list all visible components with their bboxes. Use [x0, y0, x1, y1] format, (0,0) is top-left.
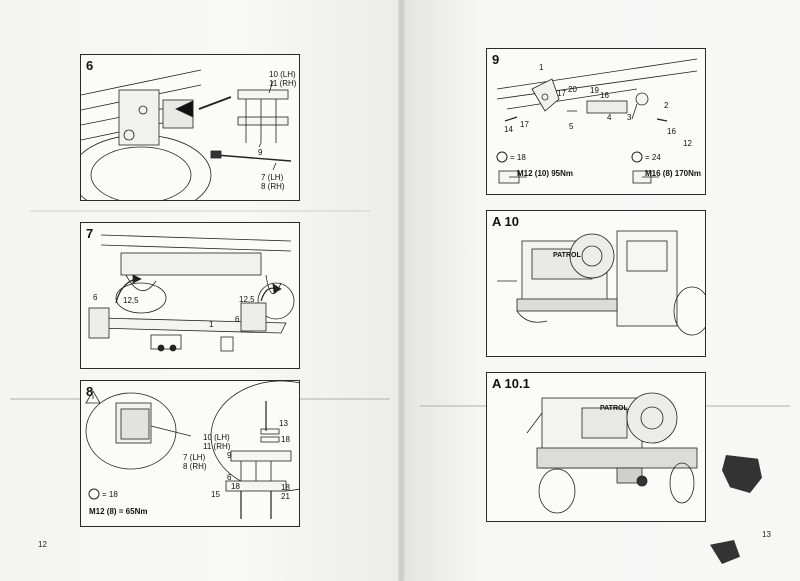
step-number: 6 — [86, 58, 94, 73]
label-part: 8 (RH) — [261, 182, 285, 191]
step-number: 9 — [492, 52, 500, 67]
panel-step-9: 9 1 17 20 19 16 2 14 17 5 4 3 16 12 = 18… — [486, 48, 706, 195]
label-part: 6 — [93, 293, 98, 302]
label-part: 10 (LH) — [269, 70, 296, 79]
book-fold — [398, 0, 406, 581]
label-part: 8 (RH) — [183, 462, 207, 471]
label-part: 5 — [569, 122, 574, 131]
label-part: 16 — [667, 127, 676, 136]
step-number: 8 — [86, 384, 94, 399]
label-part: 6 — [235, 315, 240, 324]
label-part: 13 — [279, 419, 288, 428]
label-part: 18 — [231, 482, 240, 491]
torque-spec: M12 (8) = 65Nm — [89, 507, 148, 516]
scan-streak — [30, 210, 370, 212]
step-number: A 10 — [492, 214, 519, 229]
diagram-step-6 — [81, 69, 292, 200]
step-number: 7 — [86, 226, 94, 241]
label-part: 1 — [539, 63, 544, 72]
panel-step-a10-1: A 10.1 PATROL — [486, 372, 706, 522]
label-part: 18 — [281, 483, 290, 492]
wrench-size: = 18 — [102, 490, 118, 499]
label-part: 9 — [258, 148, 263, 157]
diagram-step-8 — [85, 381, 299, 519]
vehicle-badge: PATROL — [553, 252, 581, 259]
diagram-step-a10 — [497, 230, 705, 336]
label-dimension: 12,5 — [123, 296, 139, 305]
label-part: 11 (RH) — [203, 442, 231, 451]
page-number-left: 12 — [38, 540, 47, 549]
label-part: 4 — [607, 113, 612, 122]
label-part: 14 — [504, 125, 513, 134]
label-part: 1 — [209, 320, 214, 329]
label-part: 9 — [227, 451, 232, 460]
label-part: 10 (LH) — [203, 433, 230, 442]
vehicle-badge: PATROL — [600, 405, 628, 412]
label-part: 2 — [664, 101, 669, 110]
diagram-step-7 — [88, 234, 295, 352]
label-part: 19 — [590, 86, 599, 95]
label-part: 20 — [568, 85, 577, 94]
diagram-step-a10-1 — [526, 392, 698, 514]
label-part: 15 — [211, 490, 220, 499]
label-part: 7 (LH) — [261, 173, 284, 182]
label-part: 21 — [281, 492, 290, 501]
label-part: 17 — [557, 89, 566, 98]
label-part: 11 (RH) — [269, 79, 297, 88]
torque-spec-left: M12 (10) 95Nm — [517, 169, 574, 178]
label-part: 6 — [227, 473, 232, 482]
panel-step-6: 6 10 (LH) 11 (RH) 9 7 (LH) 8 (RH) — [80, 54, 300, 201]
label-part: 3 — [627, 113, 632, 122]
label-part: 17 — [520, 120, 529, 129]
label-part: 7 (LH) — [183, 453, 206, 462]
step-number: A 10.1 — [492, 376, 530, 391]
panel-step-8: 8 13 18 10 (LH) 11 (RH) 9 7 (LH) 8 (RH) … — [80, 380, 300, 527]
diagram-step-9 — [496, 58, 698, 184]
panel-step-a10: A 10 PATROL — [486, 210, 706, 357]
page-number-right: 13 — [762, 530, 771, 539]
wrench-size-left: = 18 — [510, 153, 526, 162]
label-part: 16 — [600, 91, 609, 100]
wrench-size-right: = 24 — [645, 153, 661, 162]
label-part: 18 — [281, 435, 290, 444]
panel-step-7: 7 6 12,5 12,5 6 1 — [80, 222, 300, 369]
label-part: 12 — [683, 139, 692, 148]
torque-spec-right: M16 (8) 170Nm — [645, 169, 702, 178]
label-dimension: 12,5 — [239, 295, 255, 304]
